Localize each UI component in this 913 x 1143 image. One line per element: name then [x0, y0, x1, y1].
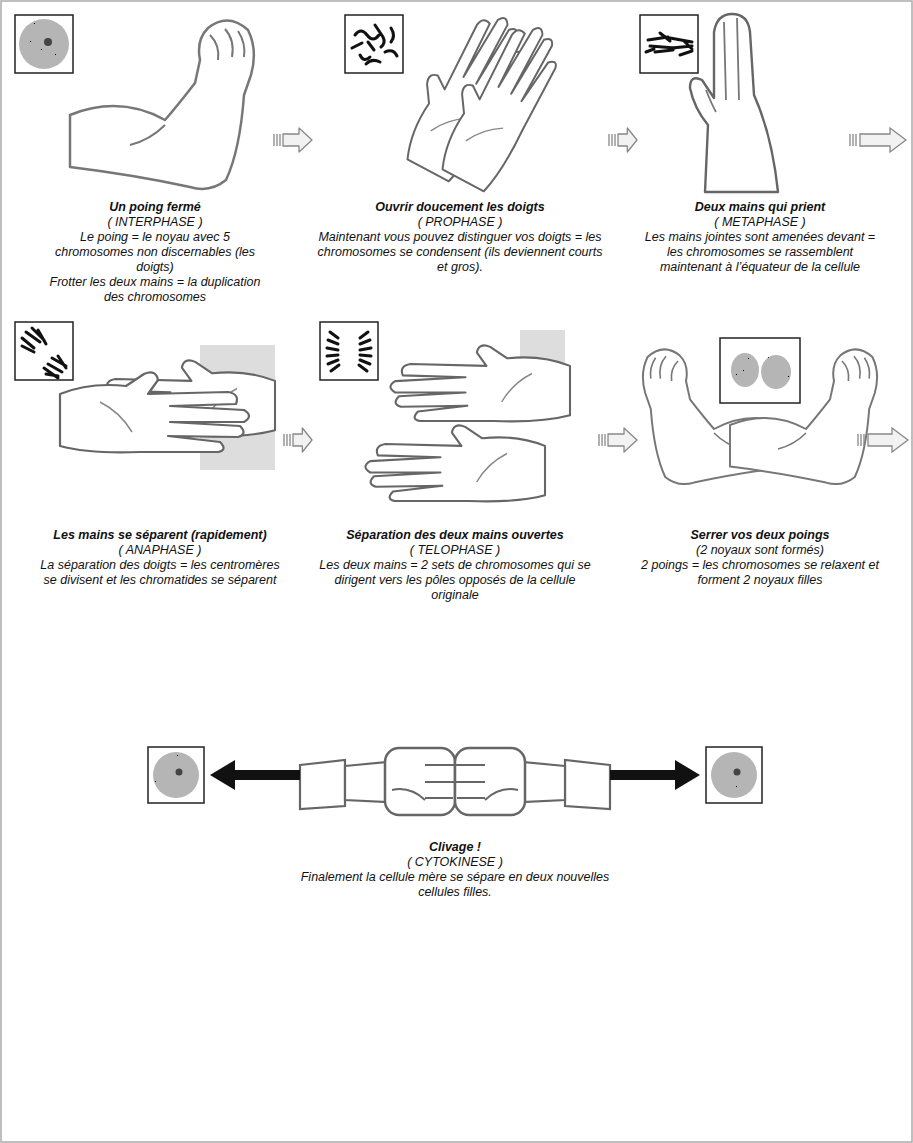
stage-description: La séparation des doigts = les centromèr…: [40, 558, 280, 588]
stage-panel: Serrer vos deux poings(2 noyaux sont for…: [640, 320, 880, 592]
open-hand: [60, 372, 249, 452]
stage-title: Clivage !: [290, 840, 620, 855]
stage-description: Les deux mains = 2 sets de chromosomes q…: [315, 558, 595, 603]
stage-title: Séparation des deux mains ouvertes: [315, 528, 595, 543]
micrograph-inset: [706, 747, 762, 803]
stage-description: Le poing = le noyau avec 5 chromosomes n…: [40, 230, 270, 275]
phase-name: ( PROPHASE ): [315, 215, 605, 230]
arrow-body: [283, 128, 312, 152]
micrograph-inset: [15, 15, 73, 73]
micrograph-inset: [320, 322, 378, 380]
micrograph-inset: [720, 338, 800, 403]
stage-title: Deux mains qui prient: [640, 200, 880, 215]
stage-title: Serrer vos deux poings: [640, 528, 880, 543]
stage-description: Les mains jointes sont amenées devant = …: [640, 230, 880, 275]
fist-arm: [70, 20, 254, 188]
arrow-tail-bars: [274, 134, 280, 146]
phase-name: ( CYTOKINESE ): [290, 855, 620, 870]
micrograph-inset: [345, 15, 403, 73]
stage-description: Maintenant vous pouvez distinguer vos do…: [315, 230, 605, 275]
flow-arrow: [609, 128, 637, 152]
stage-panel: Séparation des deux mains ouvertes( TELO…: [315, 320, 595, 607]
split-arrow: [210, 760, 300, 790]
arrow-body: [293, 428, 312, 452]
phase-name: (2 noyaux sont formés): [640, 543, 880, 558]
stage-title: Un poing fermé: [40, 200, 270, 215]
stage-panel: Deux mains qui prient( METAPHASE )Les ma…: [640, 10, 880, 279]
stage-description: Frotter les deux mains = la duplication …: [40, 275, 270, 305]
flow-arrow: [599, 428, 637, 452]
arrow-body: [608, 428, 637, 452]
flow-arrow: [850, 128, 906, 152]
bumping-fist: [455, 748, 610, 815]
single-hand: [690, 14, 778, 192]
arrow-tail-bars: [599, 434, 605, 446]
open-hand: [390, 345, 570, 421]
phase-name: ( INTERPHASE ): [40, 215, 270, 230]
arrow-tail-bars: [284, 434, 290, 446]
micrograph-inset: [148, 747, 204, 803]
micrograph-inset: [640, 15, 698, 73]
bumping-fist: [300, 748, 455, 815]
flow-arrow: [274, 128, 312, 152]
phase-name: ( TELOPHASE ): [315, 543, 595, 558]
stage-title: Ouvrir doucement les doigts: [315, 200, 605, 215]
split-arrow: [610, 760, 700, 790]
open-hand: [365, 425, 545, 501]
arrow-body: [618, 128, 637, 152]
stage-panel: Ouvrir doucement les doigts( PROPHASE )M…: [315, 10, 605, 279]
stage-panel: Clivage !( CYTOKINESE )Finalement la cel…: [290, 705, 620, 904]
fist-arm: [730, 349, 877, 484]
stage-description: 2 poings = les chromosomes se relaxent e…: [640, 558, 880, 588]
phase-name: ( METAPHASE ): [640, 215, 880, 230]
praying-hand: [425, 10, 568, 194]
stage-description: Finalement la cellule mère se sépare en …: [290, 870, 620, 900]
arrow-tail-bars: [609, 134, 615, 146]
stage-panel: Les mains se séparent (rapidement)( ANAP…: [40, 320, 280, 592]
phase-name: ( ANAPHASE ): [40, 543, 280, 558]
stage-panel: Un poing fermé( INTERPHASE )Le poing = l…: [40, 10, 270, 309]
stage-title: Les mains se séparent (rapidement): [40, 528, 280, 543]
flow-arrow: [858, 428, 908, 452]
flow-arrow: [284, 428, 312, 452]
micrograph-inset: [15, 322, 73, 380]
